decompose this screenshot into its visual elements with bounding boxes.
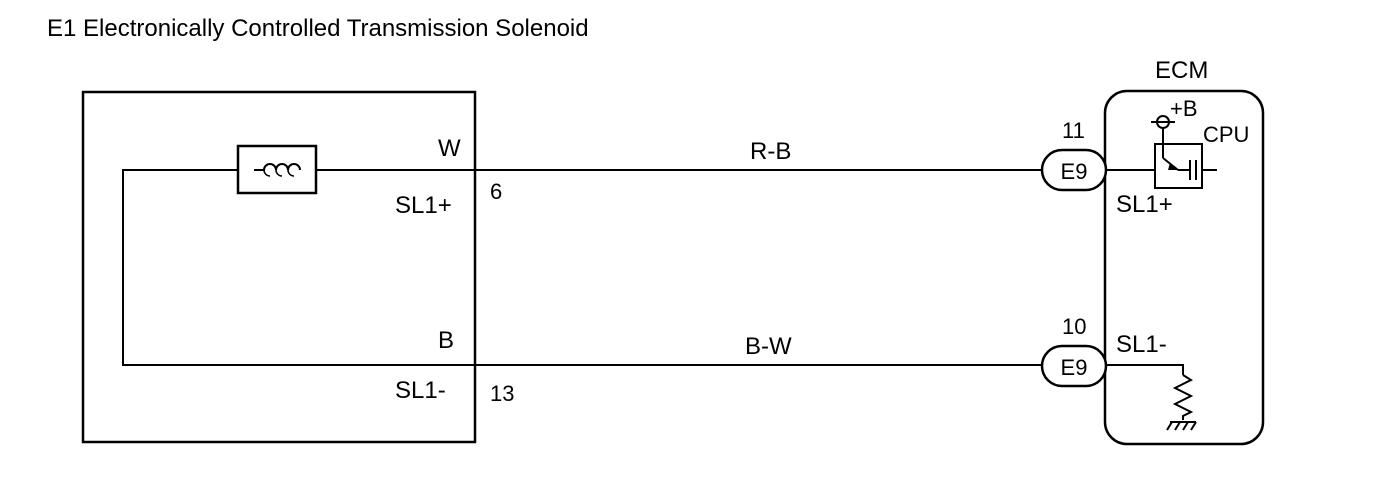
solenoid-wire-color-upper: W bbox=[438, 135, 461, 162]
solenoid-pin-lower: 13 bbox=[490, 381, 514, 406]
solenoid-pin-upper: 6 bbox=[490, 179, 502, 204]
solenoid-box bbox=[81, 90, 477, 444]
ground-icon bbox=[1166, 421, 1197, 431]
ecm-box bbox=[1103, 89, 1265, 446]
connector-upper-id: E9 bbox=[1061, 159, 1088, 184]
coil-icon bbox=[236, 144, 318, 195]
ecm-terminal-upper: SL1+ bbox=[1116, 191, 1173, 218]
wire-lower-color: B-W bbox=[745, 333, 792, 360]
cpu-transistor-icon bbox=[1154, 143, 1203, 189]
ecm-component: ECM 11 E9 SL1+ 10 E9 SL1- +B CPU bbox=[1040, 57, 1265, 446]
connector-lower-id: E9 bbox=[1061, 355, 1088, 380]
solenoid-terminal-lower: SL1- bbox=[395, 377, 446, 404]
diagram-title: E1 Electronically Controlled Transmissio… bbox=[47, 15, 589, 42]
cpu-label: CPU bbox=[1203, 122, 1249, 147]
solenoid-internal-loop bbox=[122, 169, 475, 366]
ecm-title: ECM bbox=[1155, 57, 1208, 84]
resistor-icon bbox=[1172, 374, 1194, 420]
ecm-internal-wire-lower bbox=[1106, 364, 1184, 375]
ecm-pin-upper: 11 bbox=[1062, 118, 1085, 143]
solenoid-component: W SL1+ B SL1- bbox=[81, 90, 477, 444]
solenoid-terminal-upper: SL1+ bbox=[395, 192, 452, 219]
supply-label: +B bbox=[1170, 96, 1198, 121]
wire-upper-color: R-B bbox=[750, 138, 791, 165]
power-supply-icon bbox=[1151, 115, 1175, 144]
solenoid-wire-color-lower: B bbox=[438, 327, 454, 354]
ecm-pin-lower: 10 bbox=[1062, 314, 1086, 339]
ecm-terminal-lower: SL1- bbox=[1116, 331, 1167, 358]
